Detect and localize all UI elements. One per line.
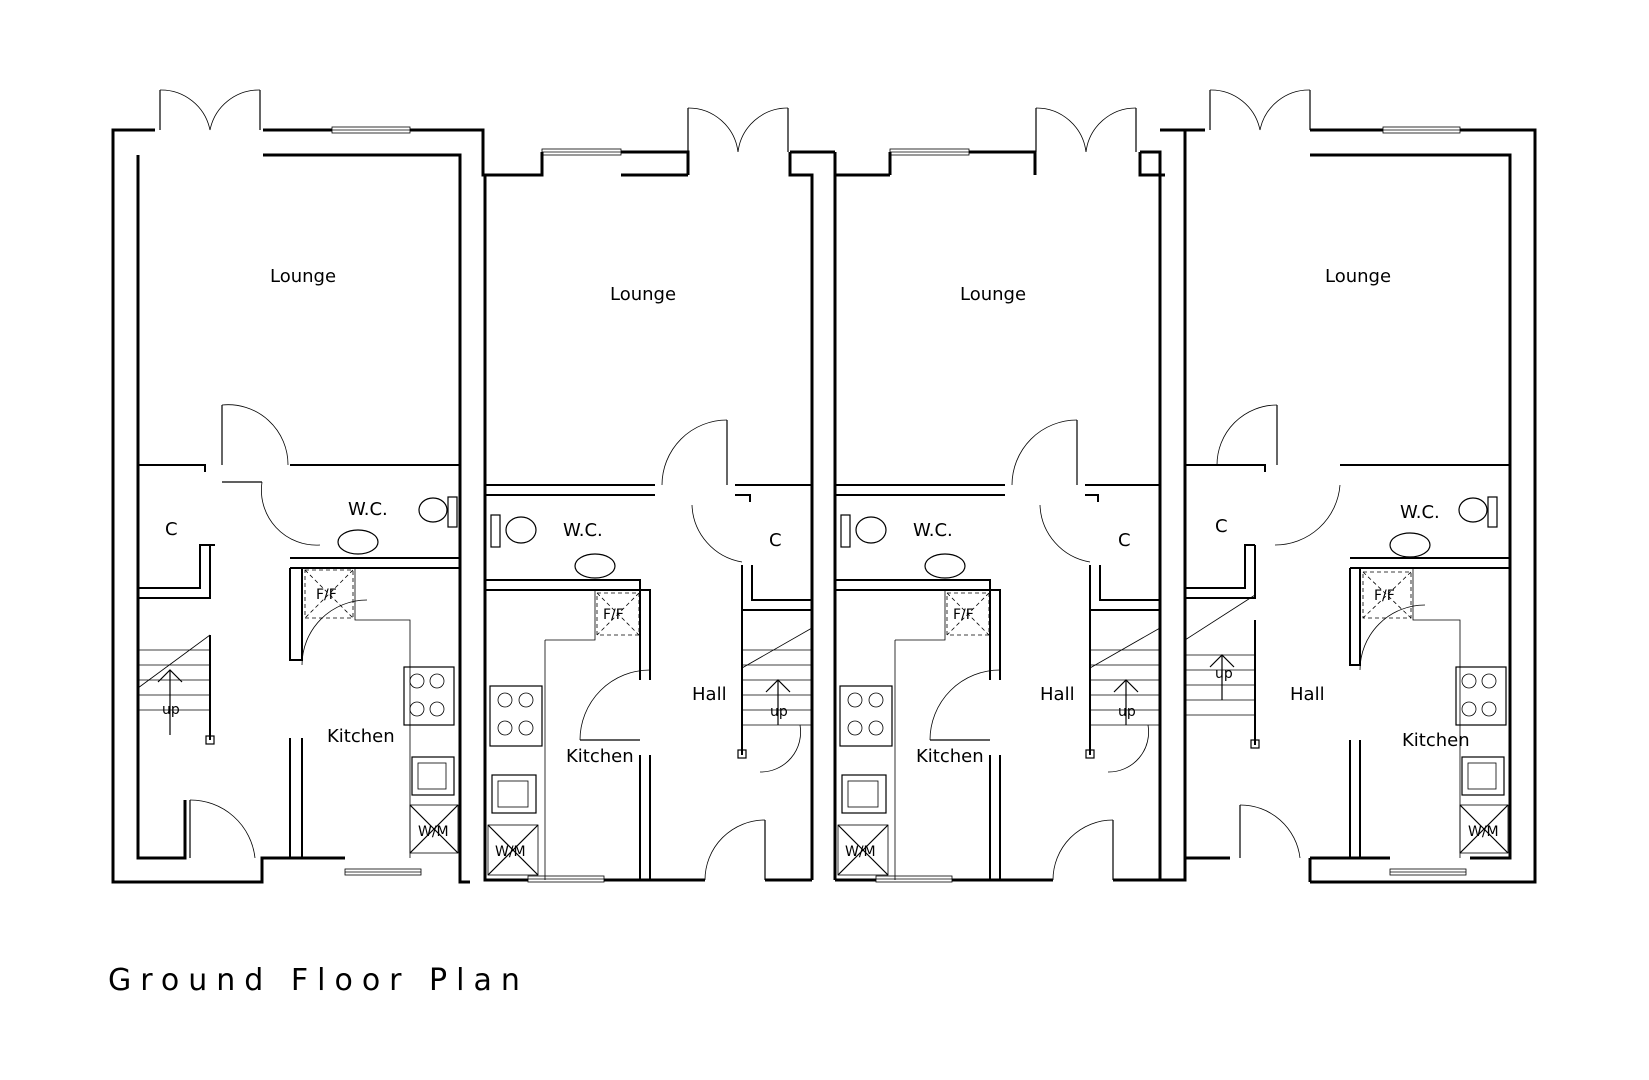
room-label-hall: Hall (1290, 684, 1325, 705)
room-label-cupboard: C (1215, 516, 1228, 537)
basin-icon (574, 553, 616, 579)
room-label-lounge: Lounge (270, 266, 336, 287)
room-label-cupboard: C (1118, 530, 1131, 551)
door-swing-icon (1239, 804, 1301, 859)
fridge-freezer-icon (946, 592, 990, 636)
door-swing-icon (704, 819, 766, 881)
door-swing-icon (1052, 819, 1114, 881)
room-label-hall: Hall (692, 684, 727, 705)
hob-icon (1455, 666, 1507, 726)
sink-icon (411, 756, 455, 796)
window-icon (331, 126, 411, 134)
room-label-lounge: Lounge (1325, 266, 1391, 287)
window-icon (875, 875, 953, 883)
unit-2: F/F W/M up Lounge W.C. C Hall Kit (485, 284, 813, 882)
stairs-icon (137, 634, 215, 745)
washer-label: W/M (418, 824, 449, 840)
door-swing-icon (579, 669, 651, 741)
door-swing-icon (1359, 604, 1426, 671)
sink-icon (841, 774, 887, 814)
plan-title: Ground Floor Plan (108, 963, 529, 998)
room-label-kitchen: Kitchen (1402, 730, 1470, 751)
toilet-icon (1458, 496, 1498, 528)
french-doors (159, 89, 1311, 153)
washer-label: W/M (1468, 824, 1499, 840)
washer-label: W/M (845, 844, 876, 860)
stairs-icon (1085, 610, 1161, 773)
stairs-label: up (770, 704, 788, 720)
door-swing-icon (1011, 419, 1078, 486)
window-icon (527, 875, 605, 883)
outer-walls (111, 128, 1537, 884)
window-icon (1382, 126, 1461, 134)
door-swing-icon (687, 107, 789, 153)
hob-icon (489, 685, 543, 747)
room-label-lounge: Lounge (610, 284, 676, 305)
basin-icon (337, 529, 379, 555)
room-label-kitchen: Kitchen (327, 726, 395, 747)
stairs-icon (1184, 594, 1260, 749)
washing-machine-icon (409, 804, 459, 854)
unit-4: F/F W/M up Lounge W.C. C Hall Kitchen (1184, 266, 1510, 882)
room-label-wc: W.C. (913, 520, 953, 541)
stairs-icon (737, 610, 813, 773)
unit-1: F/F W/M up Lounge W.C. C Kitchen (137, 266, 460, 859)
door-swing-icon (301, 599, 368, 666)
door-swing-icon (1209, 89, 1311, 131)
room-label-kitchen: Kitchen (916, 746, 984, 767)
door-swing-icon (1039, 504, 1091, 563)
fridge-label: F/F (953, 607, 974, 623)
fridge-label: F/F (1374, 588, 1395, 604)
fridge-label: F/F (316, 587, 337, 603)
unit-3: F/F W/M up Lounge W.C. C Hall Kit (835, 284, 1161, 882)
window-icon (889, 148, 970, 156)
stairs-label: up (1215, 666, 1233, 682)
stairs-label: up (162, 702, 180, 718)
window-icon (1389, 868, 1467, 876)
hob-icon (839, 685, 893, 747)
room-label-cupboard: C (165, 519, 178, 540)
fridge-freezer-icon (304, 569, 354, 619)
room-label-cupboard: C (769, 530, 782, 551)
door-swing-icon (1274, 484, 1341, 546)
washing-machine-icon (487, 824, 539, 876)
hob-icon (403, 666, 455, 726)
room-label-lounge: Lounge (960, 284, 1026, 305)
door-swing-icon (222, 481, 321, 546)
door-swing-icon (929, 669, 1001, 741)
sink-icon (1461, 756, 1505, 796)
door-swing-icon (1216, 404, 1278, 466)
stairs-label: up (1118, 704, 1136, 720)
door-swing-icon (159, 89, 261, 131)
room-label-kitchen: Kitchen (566, 746, 634, 767)
door-swing-icon (661, 419, 728, 486)
toilet-icon (490, 514, 537, 548)
washer-label: W/M (495, 844, 526, 860)
toilet-icon (840, 514, 887, 548)
basin-icon (1389, 532, 1431, 558)
fridge-label: F/F (603, 607, 624, 623)
window-icon (344, 868, 422, 876)
fridge-freezer-icon (596, 592, 640, 636)
washing-machine-icon (1459, 804, 1509, 854)
windows (331, 126, 1467, 883)
room-label-hall: Hall (1040, 684, 1075, 705)
door-swing-icon (189, 799, 256, 859)
fridge-freezer-icon (1362, 571, 1412, 619)
room-label-wc: W.C. (348, 499, 388, 520)
room-label-wc: W.C. (563, 520, 603, 541)
door-swing-icon (691, 504, 743, 563)
sink-icon (491, 774, 537, 814)
washing-machine-icon (837, 824, 889, 876)
window-icon (541, 148, 622, 156)
door-swing-icon (1035, 107, 1137, 153)
door-swing-icon (221, 404, 289, 466)
room-label-wc: W.C. (1400, 502, 1440, 523)
basin-icon (924, 553, 966, 579)
toilet-icon (418, 496, 458, 528)
